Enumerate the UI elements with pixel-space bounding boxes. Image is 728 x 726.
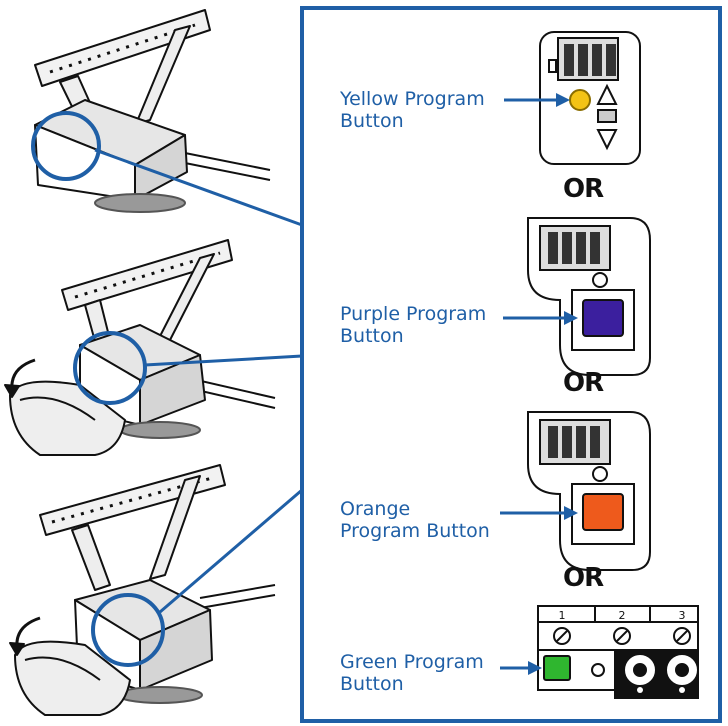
purple-program-button[interactable] — [582, 299, 624, 337]
garage-opener-illustration-1 — [34, 9, 271, 213]
garage-opener-illustration-3 — [9, 464, 276, 716]
panel-frame — [300, 6, 722, 723]
green-button-panel — [537, 605, 699, 699]
or-separator-3: OR — [563, 563, 604, 593]
purple-label-line-2: Button — [340, 325, 404, 347]
dip-number-1: 1 — [559, 609, 566, 622]
yellow-program-button[interactable] — [569, 89, 591, 111]
dip-number-2: 2 — [619, 609, 626, 622]
dip-number-3: 3 — [679, 609, 686, 622]
yellow-label-line-2: Button — [340, 110, 404, 132]
callout-circle-2 — [73, 331, 147, 405]
orange-label-line-2: Program Button — [340, 520, 490, 542]
orange-label-line-1: Orange — [340, 498, 411, 520]
purple-button-label: Purple Program Button — [340, 303, 486, 347]
label-arrows — [500, 93, 578, 675]
green-label-line-2: Button — [340, 673, 404, 695]
yellow-label-line-1: Yellow Program — [340, 88, 485, 110]
leader-line-2 — [144, 354, 303, 367]
green-label-line-1: Green Program — [340, 651, 484, 673]
green-button-label: Green Program Button — [340, 651, 484, 695]
green-program-button[interactable] — [543, 655, 571, 681]
callout-circle-1 — [31, 111, 101, 181]
or-separator-1: OR — [563, 174, 604, 204]
orange-program-button[interactable] — [582, 493, 624, 531]
purple-label-line-1: Purple Program — [340, 303, 487, 325]
callout-circle-3 — [91, 593, 165, 667]
orange-button-label: Orange Program Button — [340, 498, 490, 542]
yellow-button-label: Yellow Program Button — [340, 88, 485, 132]
leader-line-1 — [94, 148, 303, 227]
leader-line-3 — [159, 488, 303, 614]
or-separator-2: OR — [563, 368, 604, 398]
